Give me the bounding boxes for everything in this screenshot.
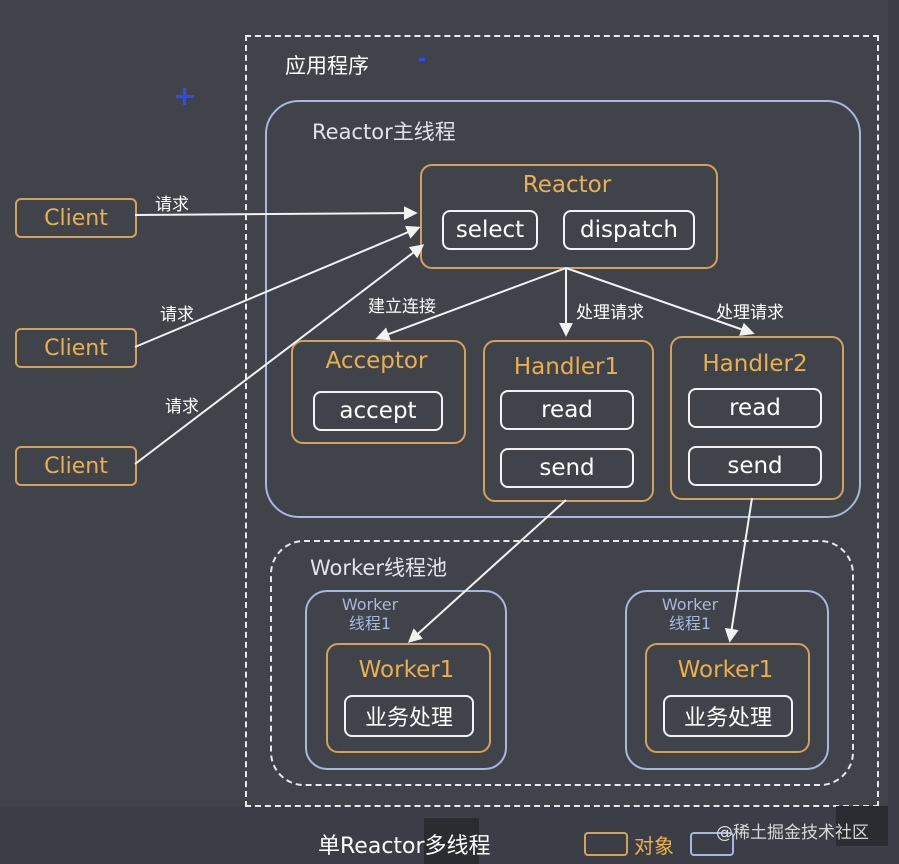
handler1-title: Handler1 [513, 354, 620, 380]
arrow-reactor-to-handler2 [565, 267, 755, 336]
reactor-main-thread-title: Reactor主线程 [312, 120, 456, 144]
worker1-title-right: Worker1 [677, 657, 774, 683]
reactor-main-thread-panel [265, 100, 861, 518]
worker-pool-title: Worker线程池 [310, 556, 447, 580]
reactor-select-method: select [442, 210, 538, 250]
worker-thread-2-panel [625, 590, 829, 770]
watermark-block [836, 806, 888, 846]
watermark-text: @稀土掘金技术社区 [716, 823, 869, 843]
legend-object-label: 对象 [634, 834, 674, 858]
arrow-handler2-to-worker [724, 497, 753, 643]
acceptor-title: Acceptor [325, 348, 428, 374]
worker-thread-1-label: Worker 线程1 [325, 595, 415, 633]
application-title: 应用程序 [285, 54, 369, 78]
diagram-background [0, 0, 888, 806]
cursor-cross-icon [176, 88, 194, 105]
handler2-object [670, 336, 844, 500]
worker1-object-left [326, 643, 491, 753]
arrow-reactor-to-acceptor [375, 267, 567, 341]
client-2: Client [15, 328, 137, 368]
worker1-object-right [645, 643, 810, 753]
worker-thread-2-label-line1: Worker [661, 595, 719, 614]
handle2-edge-label: 处理请求 [716, 303, 784, 323]
client-3-request-label: 请求 [165, 397, 199, 417]
client-1-request-label: 请求 [155, 195, 189, 215]
handler1-send-method: send [500, 448, 634, 488]
arrow-client1-to-reactor [134, 206, 418, 221]
legend-object-swatch [584, 832, 628, 856]
arrow-client3-to-reactor [134, 244, 425, 465]
diagram-caption: 单Reactor多线程 [318, 834, 491, 859]
reactor-title: Reactor [522, 172, 612, 198]
worker1-task-left: 业务处理 [344, 695, 474, 737]
client-1: Client [15, 198, 137, 238]
handler1-read-method: read [500, 390, 634, 430]
handle1-edge-label: 处理请求 [576, 303, 644, 323]
acceptor-accept-method: accept [313, 391, 443, 431]
worker-pool-box [270, 540, 854, 786]
blue-dot-mark [419, 58, 425, 61]
client-3: Client [15, 446, 137, 486]
arrow-handler1-to-worker [407, 499, 567, 643]
application-box [245, 35, 879, 807]
handler2-send-method: send [688, 446, 822, 486]
handler2-read-method: read [688, 388, 822, 428]
caption-cursor-block [424, 818, 479, 864]
worker-thread-2-label-line2: 线程1 [668, 614, 712, 633]
worker-thread-1-label-line1: Worker [341, 595, 399, 614]
acceptor-object [291, 340, 466, 444]
worker-thread-1-label-line2: 线程1 [348, 614, 392, 633]
handler2-title: Handler2 [702, 351, 808, 377]
client-2-request-label: 请求 [160, 305, 194, 325]
worker1-task-right: 业务处理 [663, 695, 793, 737]
legend-thread-swatch [690, 832, 734, 856]
worker1-title-left: Worker1 [358, 657, 455, 683]
worker-thread-1-panel [305, 590, 507, 770]
arrow-client2-to-reactor [134, 225, 421, 348]
reactor-dispatch-method: dispatch [563, 210, 695, 250]
handler1-object [483, 340, 654, 502]
worker-thread-2-label: Worker 线程1 [645, 595, 735, 633]
connect-edge-label: 建立连接 [368, 297, 436, 317]
